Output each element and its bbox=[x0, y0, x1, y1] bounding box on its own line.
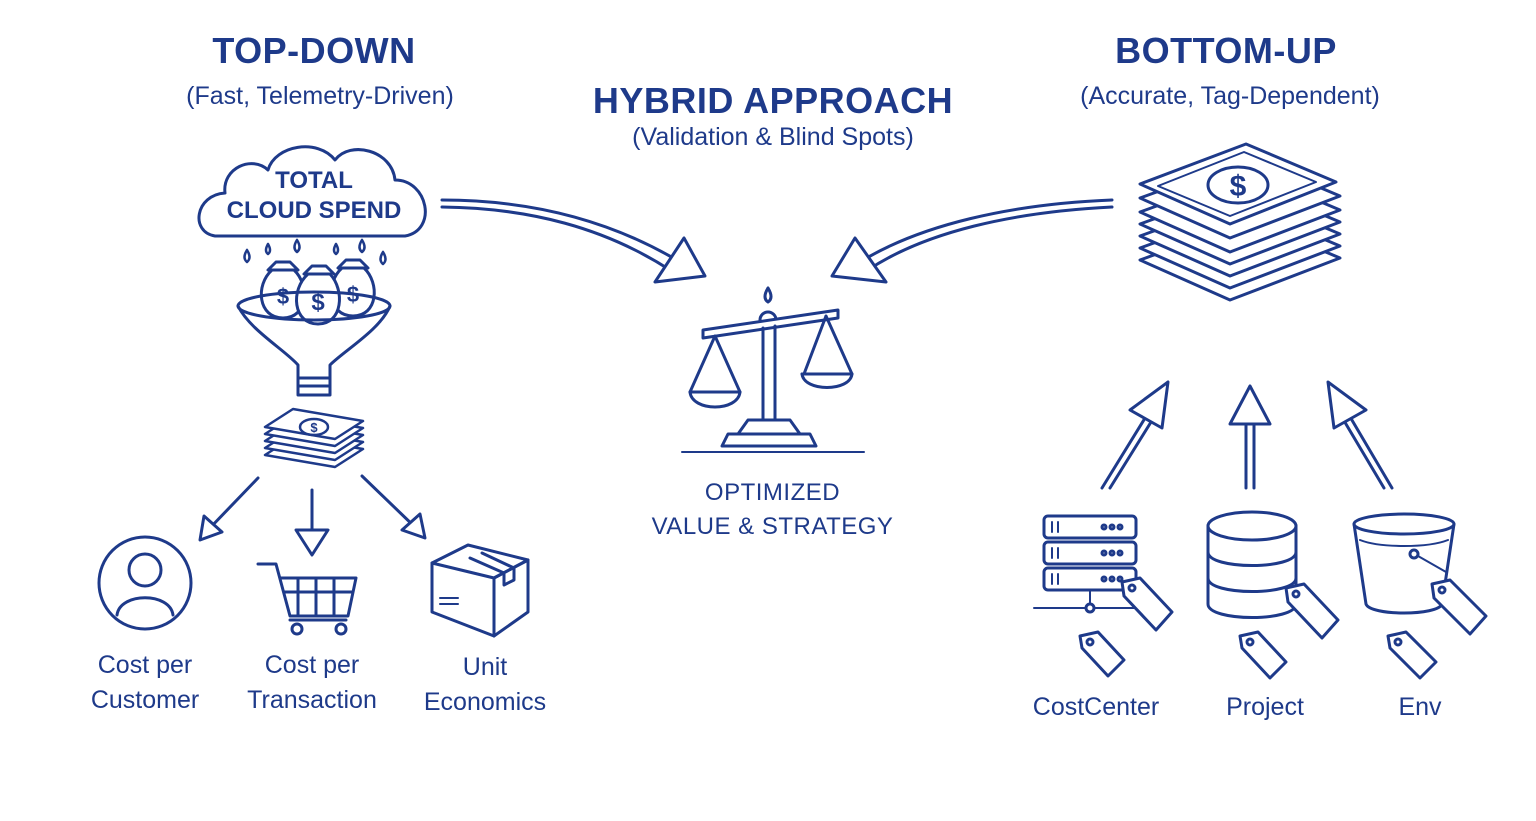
output-label-line: Unit bbox=[462, 653, 508, 681]
top-down-title: TOP-DOWN bbox=[212, 30, 416, 71]
small-cash-stack-icon: $ bbox=[265, 409, 363, 467]
output-label-customer: Cost per Customer bbox=[70, 648, 220, 718]
database-icon bbox=[1208, 512, 1296, 618]
raindrop-icons bbox=[245, 240, 386, 264]
money-bag-icons: $ $ $ bbox=[261, 260, 374, 324]
output-label-line: Transaction bbox=[247, 686, 377, 714]
large-cash-stack-icon: $ bbox=[1140, 144, 1340, 300]
tag-label-env: Env bbox=[1398, 693, 1442, 721]
arrow-bottomup-to-scale bbox=[832, 200, 1112, 282]
svg-text:$: $ bbox=[311, 289, 325, 316]
svg-text:$: $ bbox=[310, 420, 318, 435]
output-label-unit-economics: Unit Economics bbox=[410, 650, 560, 720]
output-label-transaction: Cost per Transaction bbox=[232, 648, 392, 718]
bottom-up-title: BOTTOM-UP bbox=[1115, 30, 1337, 71]
svg-text:$: $ bbox=[1230, 170, 1247, 203]
tag-label-costcenter: CostCenter bbox=[1032, 693, 1160, 721]
hybrid-subtitle: (Validation & Blind Spots) bbox=[632, 123, 914, 151]
tag-label-project: Project bbox=[1226, 693, 1304, 721]
cloud-label-line1: TOTAL bbox=[275, 167, 353, 194]
funnel-icon bbox=[238, 292, 390, 395]
shopping-cart-icon bbox=[258, 564, 356, 634]
hybrid-title: HYBRID APPROACH bbox=[592, 80, 954, 121]
package-box-icon bbox=[432, 545, 528, 636]
output-label-line: Cost per bbox=[264, 651, 360, 679]
output-label-line: Customer bbox=[90, 686, 200, 714]
output-label-line: Cost per bbox=[97, 651, 193, 679]
output-label-line: Economics bbox=[423, 688, 547, 716]
cloud-label-line2: CLOUD SPEND bbox=[226, 197, 402, 224]
cloud-label: TOTAL CLOUD SPEND bbox=[200, 166, 428, 226]
svg-text:$: $ bbox=[277, 284, 289, 309]
top-down-arrows bbox=[200, 476, 425, 555]
hybrid-result: OPTIMIZED VALUE & STRATEGY bbox=[600, 476, 945, 544]
customer-icon bbox=[99, 537, 191, 629]
arrow-topdown-to-scale bbox=[442, 200, 705, 282]
hybrid-result-line1: OPTIMIZED bbox=[704, 479, 841, 506]
top-down-subtitle: (Fast, Telemetry-Driven) bbox=[186, 82, 454, 110]
hybrid-result-line2: VALUE & STRATEGY bbox=[651, 513, 894, 540]
cloud-icon bbox=[199, 147, 425, 236]
tag-icons bbox=[1080, 578, 1486, 678]
bottom-up-subtitle: (Accurate, Tag-Dependent) bbox=[1080, 82, 1380, 110]
balance-scale-icon bbox=[682, 288, 864, 452]
bottom-up-arrows bbox=[1102, 382, 1392, 488]
